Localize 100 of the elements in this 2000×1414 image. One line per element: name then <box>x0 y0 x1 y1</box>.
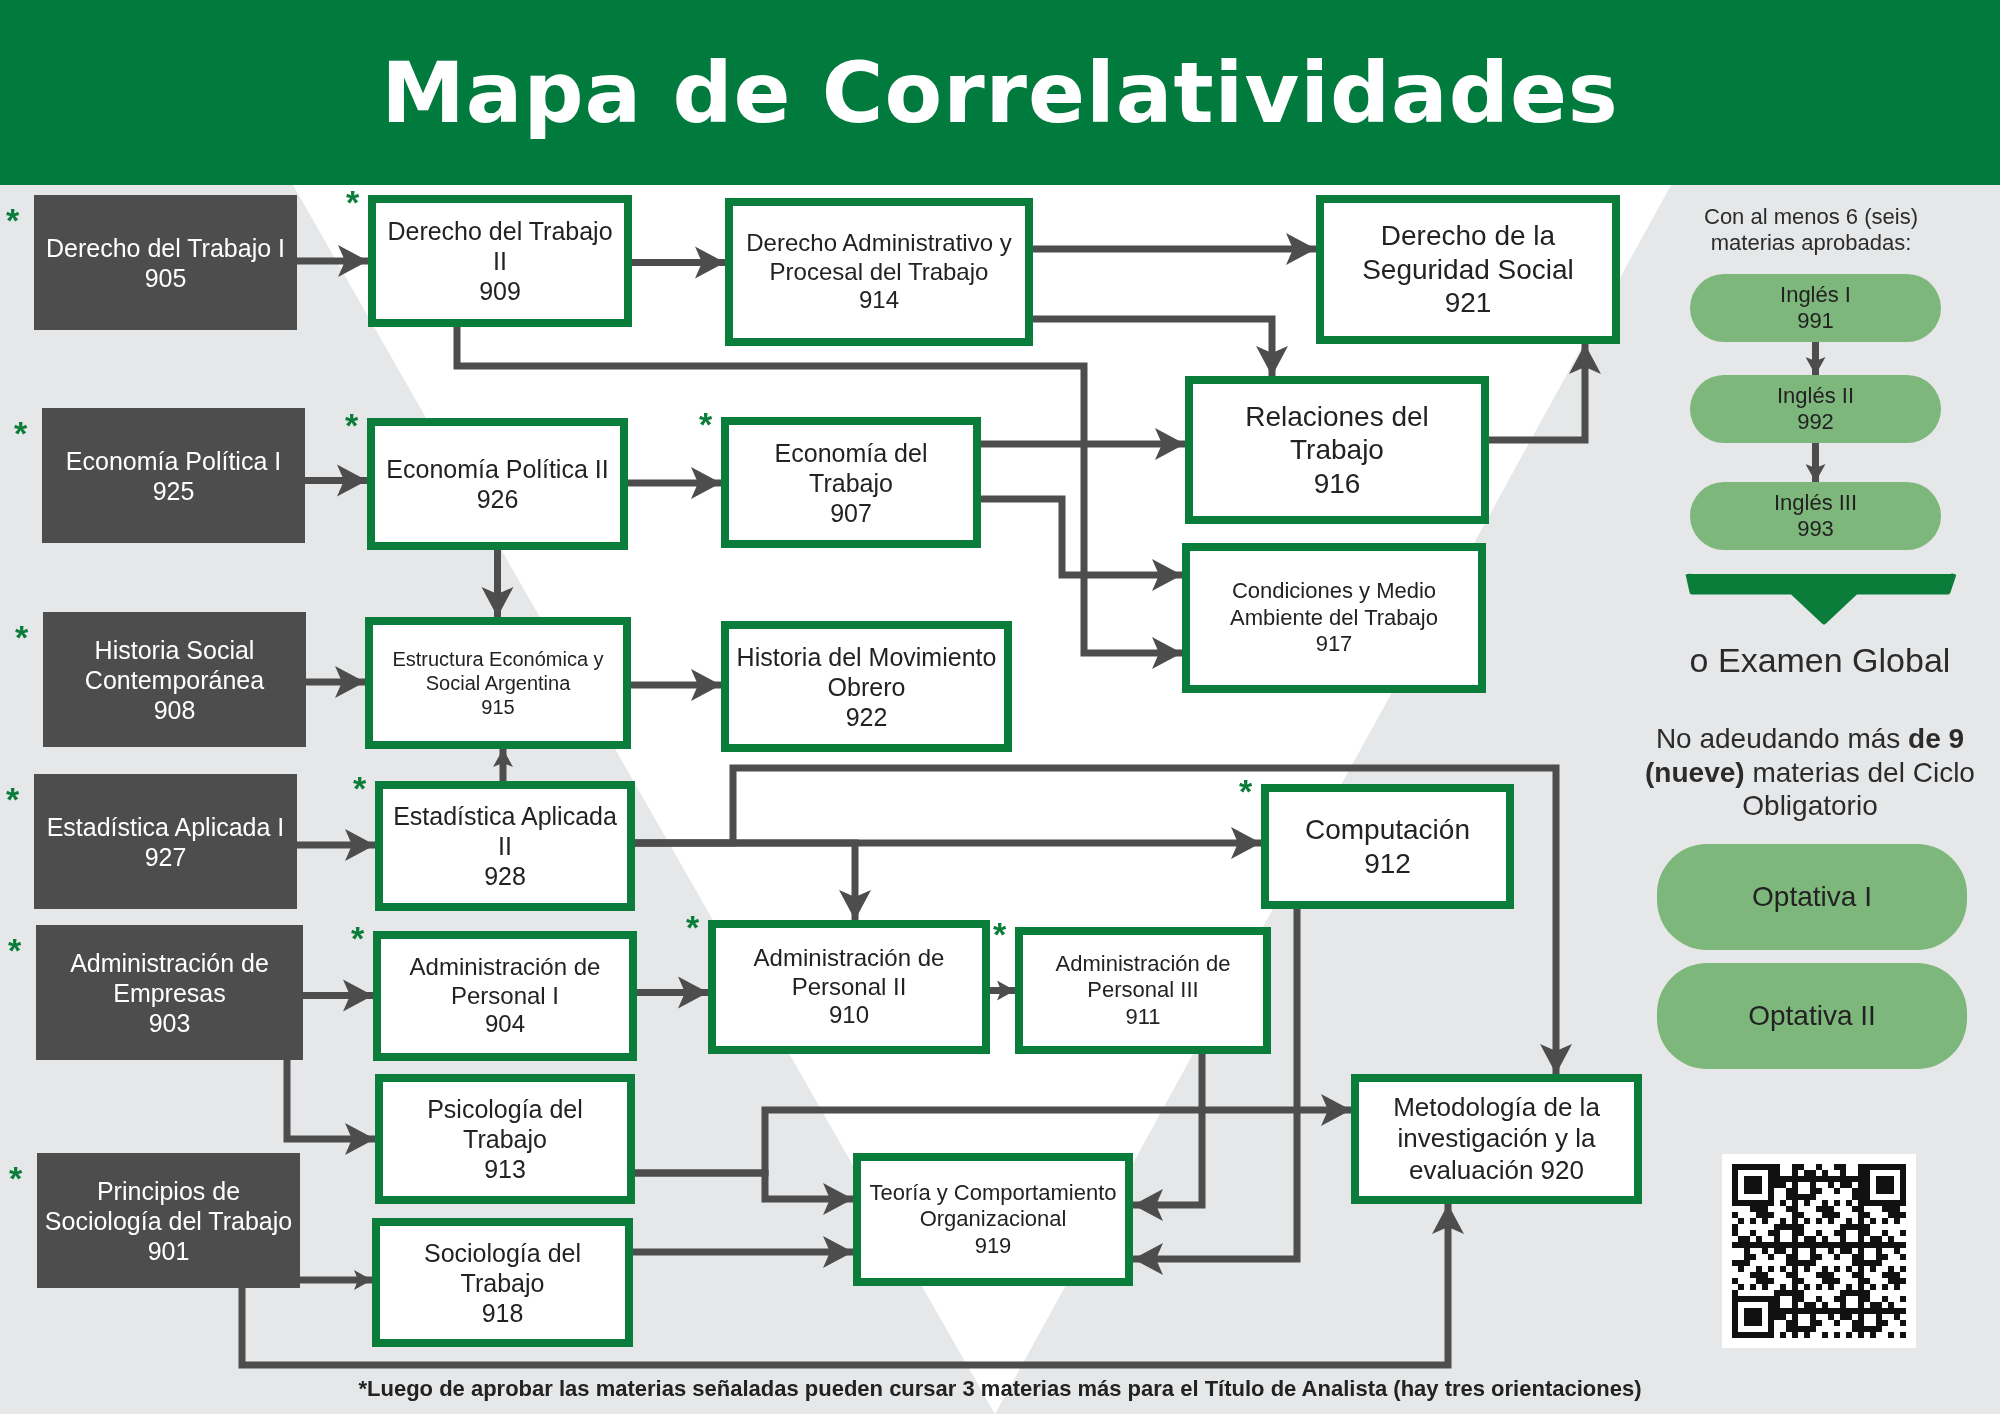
asterisk-mark: * <box>9 1161 23 1195</box>
subject-name: Estadística Aplicada I <box>46 811 285 842</box>
subject-name: Administración de Personal II <box>752 943 946 1002</box>
subject-name: Derecho del Trabajo I <box>46 232 285 263</box>
arrow <box>453 327 1182 669</box>
subject-code: 907 <box>830 497 872 528</box>
subject-name: Teoría y Comportamiento Organizacional <box>868 1179 1118 1233</box>
subject-code: 915 <box>481 695 515 719</box>
arrow <box>300 1270 372 1290</box>
title: Mapa de Correlatividades <box>381 43 1619 142</box>
subject-code: 918 <box>481 1297 524 1328</box>
subject-code: 914 <box>858 286 899 316</box>
subject-code: 913 <box>484 1154 526 1184</box>
asterisk-mark: * <box>6 782 20 816</box>
subject-code: 903 <box>148 1007 191 1038</box>
subject-name: Metodología de la investigación y la evaluación 920 <box>1392 1092 1601 1186</box>
subject-name: Condiciones y Medio Ambiente del Trabajo <box>1229 578 1439 632</box>
subject-box <box>721 621 1012 752</box>
subject-code: 919 <box>974 1232 1012 1260</box>
subject-name: Administración de Personal III <box>1054 950 1232 1004</box>
arrow <box>303 979 373 1012</box>
arrow <box>633 1236 853 1268</box>
subject-code: 909 <box>479 276 521 306</box>
subject-box <box>1351 1074 1642 1204</box>
subject-box <box>1182 543 1486 693</box>
subject-code: 904 <box>484 1010 525 1040</box>
subject-name: Administración de Personal I <box>408 952 602 1011</box>
subject-code: 925 <box>152 475 195 506</box>
asterisk-mark: * <box>686 910 700 944</box>
subject-code: 926 <box>476 484 519 514</box>
arrow <box>1133 909 1301 1275</box>
subject-name: Estructura Económica y Social Argentina <box>391 647 605 695</box>
subject-name: Computación <box>1305 812 1470 847</box>
subject-box <box>365 617 631 749</box>
arrow <box>297 245 368 277</box>
subject-box <box>853 1153 1133 1286</box>
asterisk-mark: * <box>15 620 29 654</box>
arrow <box>1805 443 1826 482</box>
arrow <box>637 976 708 1009</box>
subject-name: Economía Política II <box>386 454 609 484</box>
subject-code: 901 <box>147 1235 190 1266</box>
asterisk-mark: * <box>14 416 28 450</box>
subject-code: 991 <box>1797 308 1834 335</box>
arrow <box>632 246 725 279</box>
subject-code: 922 <box>845 701 888 732</box>
arrow <box>1805 342 1826 375</box>
subject-name: Optativa II <box>1748 999 1876 1033</box>
arrow <box>493 749 513 781</box>
subject-code: 911 <box>1125 1003 1161 1031</box>
subject-name: Economía del Trabajo <box>773 437 929 498</box>
footnote: *Luego de aprobar las materias señaladas pueden cursar 3 materias más para el Título de Analista (hay tres orientaciones) <box>358 1376 1642 1402</box>
asterisk-mark: * <box>8 933 22 967</box>
arrow <box>628 467 721 499</box>
asterisk-mark: * <box>6 203 20 237</box>
subject-name: Historia del Movimiento Obrero <box>735 641 998 702</box>
subject-code: 905 <box>144 262 187 293</box>
subject-name: Derecho Administrativo y Procesal del Trabajo <box>745 228 1013 287</box>
subject-code: 928 <box>484 861 526 891</box>
arrow <box>306 666 365 698</box>
subject-code: 992 <box>1797 409 1834 436</box>
asterisk-mark: * <box>993 917 1007 951</box>
arrow <box>1133 1054 1206 1221</box>
asterisk-mark: * <box>345 408 359 442</box>
arrow <box>1033 233 1316 265</box>
arrow <box>297 829 375 861</box>
subject-name: Relaciones del Trabajo <box>1244 399 1430 467</box>
arrow <box>635 764 1572 1074</box>
note-text: o Examen Global <box>1688 640 1952 681</box>
subject-code: 921 <box>1444 286 1492 320</box>
subject-name: Economía Política I <box>65 445 282 476</box>
subject-name: Optativa I <box>1752 880 1872 914</box>
subject-code: 917 <box>1315 631 1353 658</box>
subject-code: 916 <box>1313 466 1361 501</box>
subject-code: 927 <box>144 841 187 872</box>
subject-name: Administración de Empresas <box>69 947 270 1008</box>
subject-box <box>375 1074 635 1204</box>
arrow <box>981 428 1185 460</box>
subject-box <box>1316 195 1620 344</box>
subject-box <box>372 1218 633 1347</box>
arrow <box>631 669 721 701</box>
note-text: No adeudando más de 9 (nueve) materias del Ciclo Obligatorio <box>1644 722 1976 823</box>
asterisk-mark: * <box>351 921 365 955</box>
arrow <box>635 1094 1351 1177</box>
subject-name: Derecho de la Seguridad Social <box>1361 219 1575 287</box>
subject-name: Principios de Sociología del Trabajo <box>43 1175 294 1236</box>
arrow <box>990 980 1015 1001</box>
subject-name: Historia Social Contemporánea <box>83 634 266 695</box>
subject-name: Derecho del Trabajo II <box>386 216 614 276</box>
subject-code: 908 <box>153 694 196 725</box>
asterisk-mark: * <box>1239 774 1253 808</box>
subject-code: 912 <box>1364 846 1411 881</box>
subject-box <box>725 198 1033 346</box>
asterisk-mark: * <box>353 771 367 805</box>
arrow <box>283 1060 375 1155</box>
subject-name: Psicología del Trabajo <box>426 1094 584 1154</box>
subject-name: Sociología del Trabajo <box>422 1237 583 1298</box>
subject-code: 910 <box>828 1001 869 1031</box>
subject-name: Inglés III <box>1773 489 1858 516</box>
subject-name: Inglés II <box>1776 382 1854 409</box>
subject-box <box>1185 376 1489 524</box>
